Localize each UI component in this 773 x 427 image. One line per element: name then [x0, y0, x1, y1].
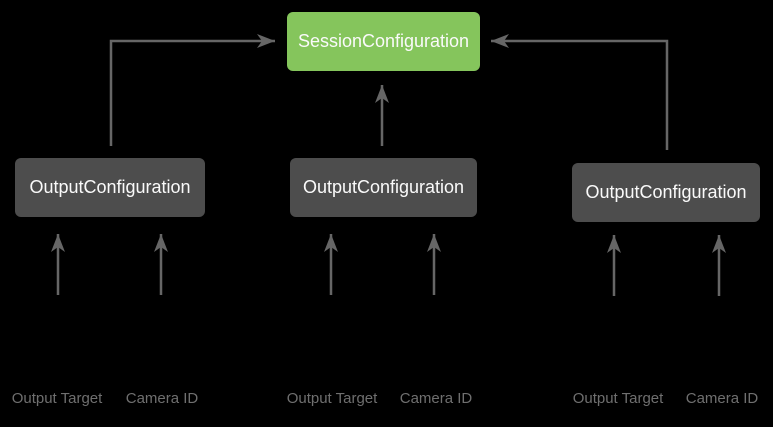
output-configuration-node-1: OutputConfiguration: [15, 158, 205, 217]
input-label-output-target-3: Output Target: [572, 390, 664, 407]
input-label-camera-id-3: Camera ID: [685, 390, 759, 407]
arrow-right-output-to-session-icon: [491, 34, 669, 150]
input-label-output-target-1: Output Target: [11, 390, 103, 407]
output-configuration-node-2: OutputConfiguration: [290, 158, 477, 217]
session-configuration-node: SessionConfiguration: [287, 12, 480, 71]
output-configuration-node-3: OutputConfiguration: [572, 163, 760, 222]
arrow-left-output-to-session-icon: [109, 34, 275, 146]
input-label-camera-id-2: Camera ID: [399, 390, 473, 407]
input-label-output-target-2: Output Target: [286, 390, 378, 407]
input-label-camera-id-1: Camera ID: [125, 390, 199, 407]
